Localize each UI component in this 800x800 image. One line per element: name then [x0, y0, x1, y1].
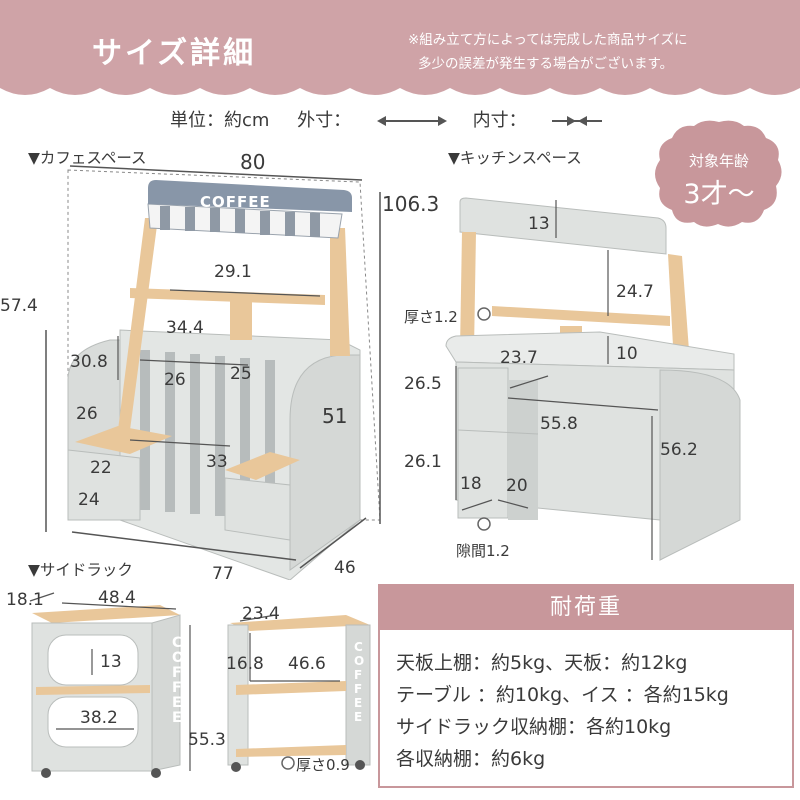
cafe-dim-26a: 26 [164, 370, 186, 390]
age-badge-value: 3才〜 [683, 179, 755, 210]
rack-dim-55-3: 55.3 [188, 730, 226, 750]
load-capacity-title: 耐荷重 [380, 586, 792, 630]
kitchen-section-title: ▼キッチンスペース [448, 149, 582, 167]
cafe-shelf-width: 29.1 [214, 262, 252, 282]
awning-stripes [160, 206, 320, 237]
kitchen-top-13: 13 [528, 214, 550, 234]
load-line-3: サイドラック収納棚：各約10kg [396, 716, 672, 738]
kitchen-dim-55-8: 55.8 [540, 414, 578, 434]
cafe-seat-height: 24 [78, 490, 100, 510]
inner-size-label: 内寸： [472, 110, 527, 131]
note-line-2: 多少の誤差が発生する場合がございます。 [418, 56, 674, 72]
kitchen-dim-56-2: 56.2 [660, 440, 698, 460]
kitchen-gap: 隙間1.2 [456, 542, 510, 560]
kitchen-dim-18: 18 [460, 474, 482, 494]
scallop-decoration [0, 88, 800, 100]
rack-section-title: ▼サイドラック [28, 561, 133, 579]
cafe-sign-text: COFFEE [200, 193, 271, 211]
unit-label: 単位：約cm [170, 110, 270, 131]
kitchen-dim-26-5: 26.5 [404, 374, 442, 394]
kitchen-thickness: 厚さ1.2 [404, 308, 458, 326]
kitchen-dim-10: 10 [616, 344, 638, 364]
cafe-illustration [45, 165, 381, 580]
cafe-width-80: 80 [240, 150, 266, 174]
rack-dim-38-2: 38.2 [80, 708, 118, 728]
outer-arrow-icon [376, 116, 447, 126]
cafe-dim-25: 25 [230, 364, 252, 384]
cafe-height-106-3: 106.3 [382, 192, 440, 216]
cafe-left-height: 57.4 [0, 296, 38, 316]
cafe-section-title: ▼カフェスペース [28, 149, 147, 167]
rack-dim-16-8: 16.8 [226, 654, 264, 674]
unit-legend: 単位：約cm 外寸： 内寸： [170, 106, 603, 132]
kitchen-dim-20: 20 [506, 476, 528, 496]
cafe-shelf-inner: 34.4 [166, 318, 204, 338]
kitchen-shelf-height: 24.7 [616, 282, 654, 302]
cafe-seat-depth: 26 [76, 404, 98, 424]
rack-dim-23-4: 23.4 [242, 604, 280, 624]
cafe-counter-height: 30.8 [70, 352, 108, 372]
load-line-1: 天板上棚：約5kg、天板：約12kg [396, 652, 688, 674]
cafe-depth-51: 51 [322, 404, 348, 428]
kitchen-illustration [445, 197, 741, 561]
rack-illustration [29, 592, 371, 778]
load-line-4: 各収納棚：約6kg [396, 748, 546, 770]
kitchen-dim-23-7: 23.7 [500, 348, 538, 368]
rack-dim-18-1: 18.1 [6, 590, 44, 610]
header-band [0, 0, 800, 100]
load-line-2: テーブル ：約10kg、イス ：各約15kg [396, 684, 729, 706]
note-line-1: ※組み立て方によっては完成した商品サイズに [408, 32, 688, 48]
rack2-side-text: COFFEE [354, 640, 365, 724]
cafe-seat-width: 22 [90, 458, 112, 478]
age-badge-label: 対象年齢 [688, 152, 749, 170]
counter-stripes [140, 350, 275, 520]
rack-side-text: COFFEE [172, 635, 184, 726]
outer-size-label: 外寸： [297, 110, 352, 131]
cafe-table-width: 33 [206, 452, 228, 472]
cafe-base-depth: 46 [334, 558, 356, 578]
rack-thickness: 厚さ0.9 [296, 756, 350, 774]
kitchen-dim-26-1: 26.1 [404, 452, 442, 472]
rack-dim-46-6: 46.6 [288, 654, 326, 674]
age-badge [655, 120, 782, 227]
rack-dim-48-4: 48.4 [98, 588, 136, 608]
page-title: サイズ詳細 [92, 36, 257, 71]
cafe-base-width: 77 [212, 564, 234, 584]
rack-dim-13: 13 [100, 652, 122, 672]
inner-arrow-icon [552, 116, 603, 126]
